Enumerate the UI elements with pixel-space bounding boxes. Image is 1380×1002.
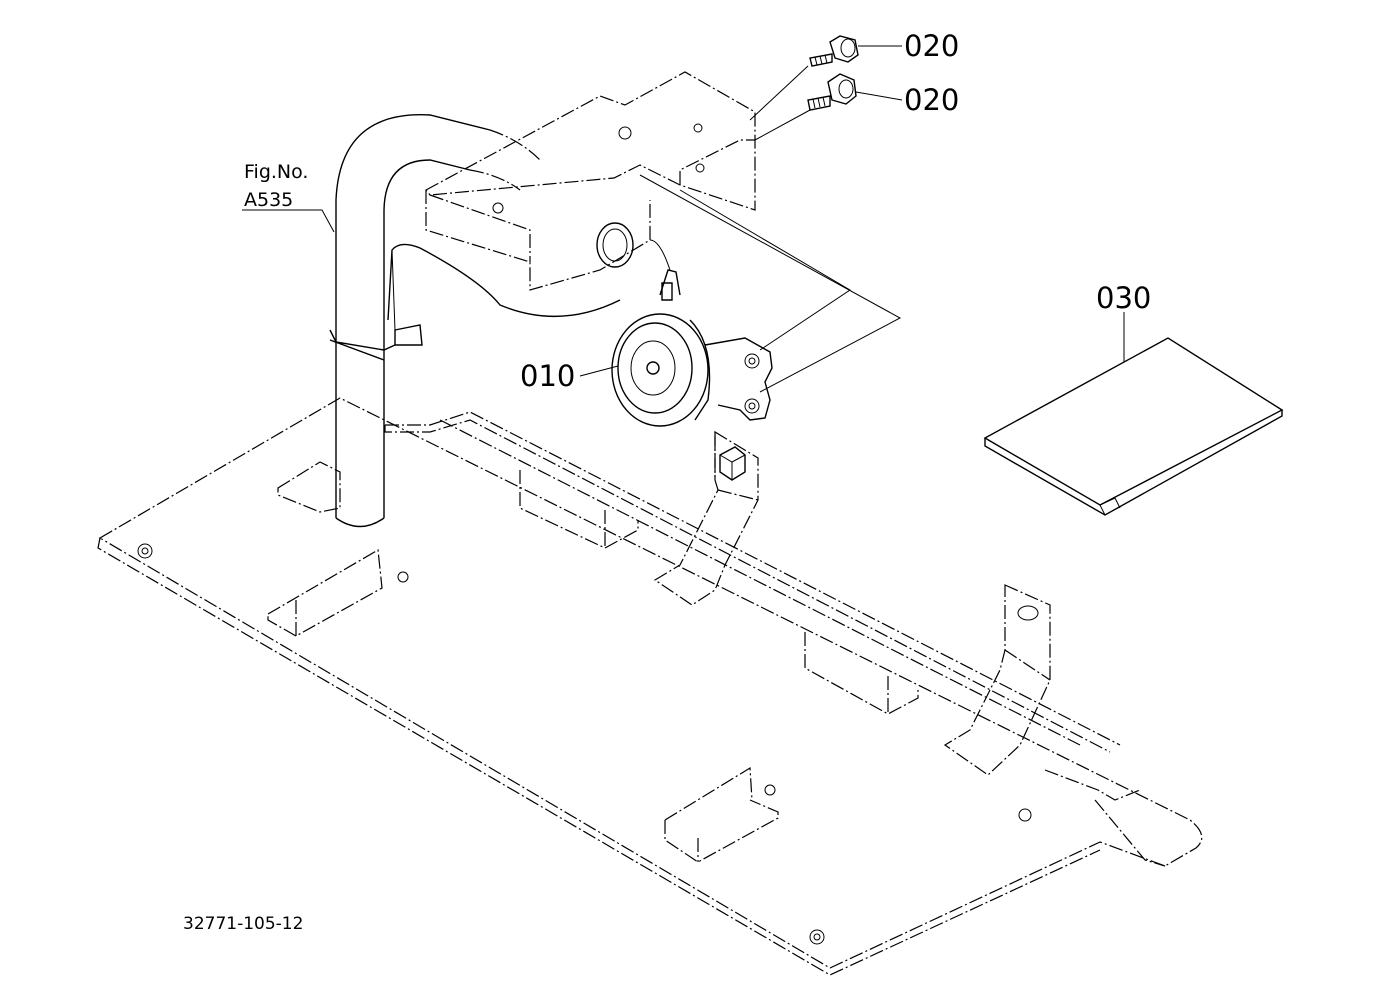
bolt-lower <box>807 73 857 111</box>
horn <box>611 239 773 427</box>
callout-030: 030 <box>1096 281 1151 315</box>
upright-brackets <box>653 430 1051 776</box>
manual <box>983 337 1284 516</box>
mount-lines <box>639 65 902 393</box>
callout-020-upper: 020 <box>904 29 959 63</box>
rail <box>384 411 1121 753</box>
figure-ref-number: A535 <box>244 189 293 211</box>
base-plate <box>97 397 1203 976</box>
figure-ref-label: Fig.No. <box>244 161 308 183</box>
callout-010: 010 <box>520 359 575 393</box>
bolt-upper <box>809 35 859 67</box>
leader-lines <box>242 45 1125 377</box>
drawing-number: 32771-105-12 <box>183 914 303 934</box>
base-brackets <box>267 461 1166 867</box>
horn-bracket <box>425 71 756 291</box>
callout-020-lower: 020 <box>904 83 959 117</box>
pipe <box>329 114 621 528</box>
